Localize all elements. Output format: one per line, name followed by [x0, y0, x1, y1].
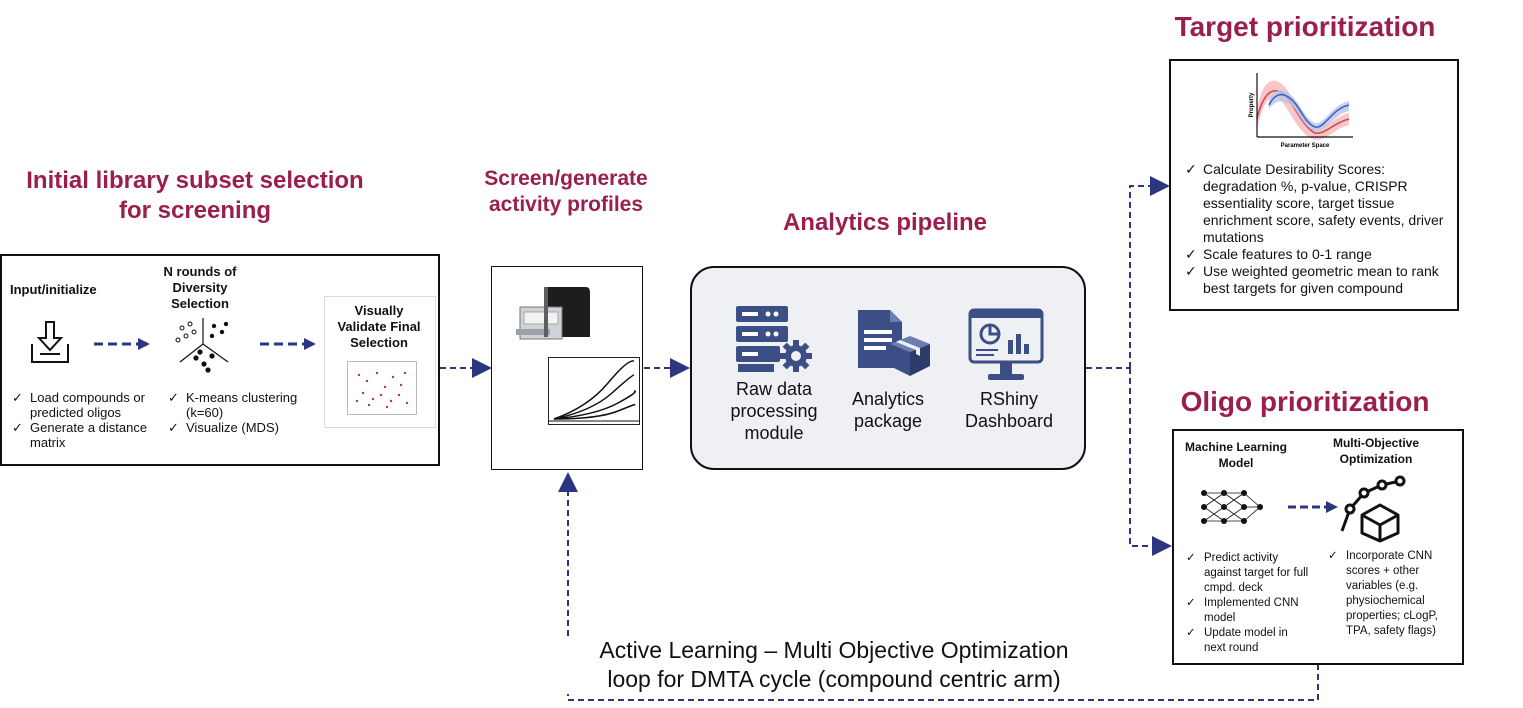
moo-bullets: Incorporate CNN scores + other variables… [1324, 549, 1450, 639]
plot-ylabel: Property [1249, 92, 1255, 117]
bullet-item: K-means clustering (k=60) [164, 390, 314, 420]
bullet-item: Incorporate CNN scores + other variables… [1324, 549, 1450, 639]
loop-caption: Active Learning – Multi Objective Optimi… [560, 636, 1108, 694]
raw-data-module-label: Raw data processing module [730, 379, 818, 443]
bullet-item: Scale features to 0-1 range [1181, 246, 1453, 263]
oligo-title: Oligo prioritization [1180, 386, 1430, 417]
step-input-label: Input/initialize [10, 282, 97, 297]
dose-response-curves-icon [548, 357, 640, 425]
library-input-bullets: Load compounds or predicted oligos Gener… [8, 390, 158, 450]
bullet-item: Use weighted geometric mean to rank best… [1181, 263, 1453, 297]
bullet-item: Implemented CNN model [1182, 596, 1310, 626]
step-validate-label: Visually Validate Final Selection [337, 303, 421, 350]
dashed-arrow-oligo [1288, 501, 1338, 513]
library-title: Initial library subset selection for scr… [26, 167, 364, 224]
analytics-title: Analytics pipeline [782, 209, 988, 236]
plot-xlabel: Parameter Space [1281, 143, 1330, 149]
document-box-icon [858, 310, 930, 376]
optimization-cube-icon [1340, 475, 1406, 543]
cluster-scatter-icon [175, 318, 229, 373]
target-bullets: Calculate Desirability Scores: degradati… [1181, 161, 1453, 297]
dashed-arrow-1 [94, 338, 150, 350]
target-prioritization-box: Property Parameter Space Calculate Desir… [1169, 59, 1459, 311]
bullet-item: Predict activity against target for full… [1182, 551, 1310, 596]
server-gear-icon [736, 306, 812, 372]
screen-title: Screen/generate activity profiles [484, 167, 648, 216]
loop-caption-line-2: loop for DMTA cycle (compound centric ar… [607, 666, 1061, 692]
desirability-plot-icon: Property Parameter Space [1249, 73, 1353, 149]
bullet-item: Visualize (MDS) [164, 420, 314, 435]
validate-panel: Visually Validate Final Selection [324, 296, 436, 428]
screen-box [491, 266, 643, 470]
ml-bullets: Predict activity against target for full… [1182, 551, 1310, 656]
bullet-item: Generate a distance matrix [8, 420, 158, 450]
bullet-item: Load compounds or predicted oligos [8, 390, 158, 420]
library-diversity-bullets: K-means clustering (k=60) Visualize (MDS… [164, 390, 314, 435]
analytics-package-label: Analytics package [851, 389, 925, 431]
ml-model-label: Machine Learning Model [1184, 440, 1288, 470]
dashboard-monitor-icon [968, 308, 1044, 380]
analytics-pipeline-box: Raw data processing module Analytics pac… [690, 266, 1086, 470]
bullet-item: Update model in next round [1182, 626, 1310, 656]
moo-label: Multi-Objective Optimization [1332, 436, 1419, 466]
oligo-prioritization-box: Machine Learning Model Multi-Objective O… [1172, 429, 1464, 665]
rshiny-dashboard-label: RShiny Dashboard [964, 389, 1054, 431]
bullet-item: Calculate Desirability Scores: degradati… [1181, 161, 1453, 246]
mds-plot-thumbnail [347, 361, 417, 415]
target-title: Target prioritization [1174, 11, 1436, 42]
library-selection-box: Input/initialize N rounds of Diversity S… [0, 254, 440, 466]
loop-caption-line-1: Active Learning – Multi Objective Optimi… [599, 637, 1069, 663]
download-tray-icon [31, 321, 69, 363]
step-diversity-label: N rounds of Diversity Selection [163, 264, 237, 311]
dashed-arrow-2 [260, 338, 316, 350]
plate-reader-icon [516, 287, 590, 340]
neural-network-icon [1201, 490, 1263, 524]
